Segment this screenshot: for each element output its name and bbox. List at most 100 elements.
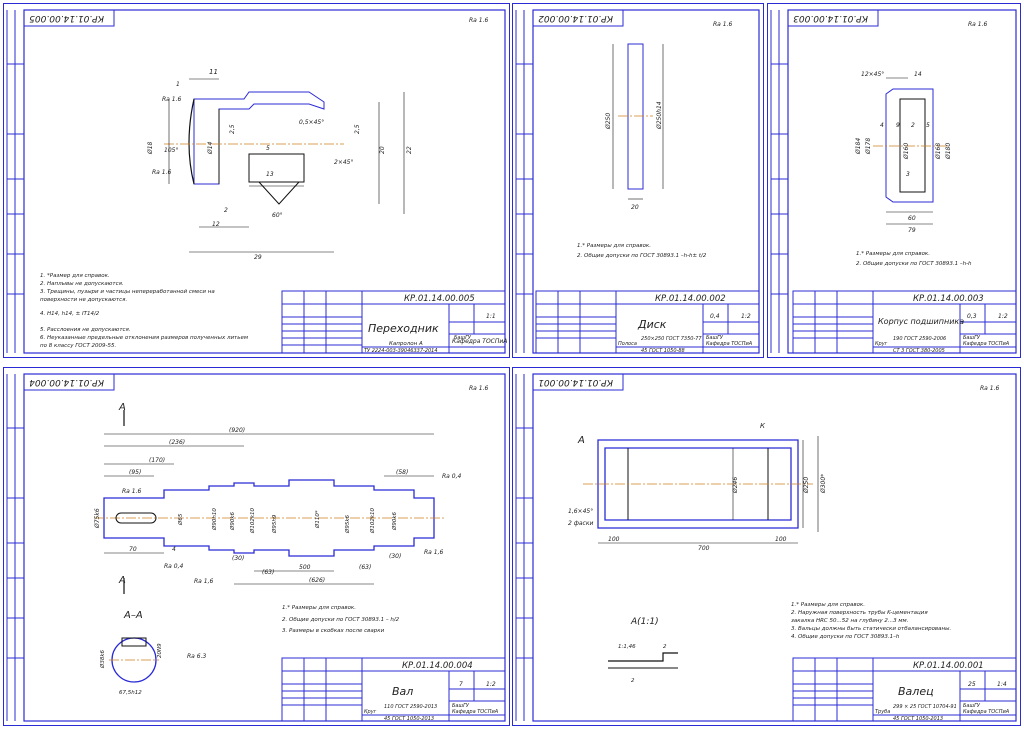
ra-label-a: Ra 1.6 [122, 488, 141, 495]
dim-d95k6: Ø95k6 [344, 514, 351, 534]
rotated-designation: КР.01.14.00.005 [29, 13, 104, 23]
roughness-mark: Ra 1.6 [469, 17, 488, 24]
dim-79: 79 [908, 227, 916, 234]
dim-105: 105° [164, 147, 178, 154]
dim-60: 60 [908, 215, 916, 222]
material-prefix: Круг [875, 341, 888, 347]
dim-920: (920) [229, 427, 245, 434]
dim-d90k6b: Ø90k6 [391, 511, 398, 531]
sheet-val: А А (920) (236) (170) (95) (58) Ra 1.6 R… [3, 367, 510, 726]
material-line2: 45 ГОСТ 1050-88 [641, 348, 685, 354]
dim-30b: (30) [389, 553, 401, 560]
dim-2-5b: 2,5 [354, 124, 361, 134]
dim-2: 2 [224, 207, 228, 214]
mass-value: 7 [459, 681, 463, 688]
drawing-korpus: 12×45° 14 Ø184 Ø178 4 9 2 5 Ø160 Ø168 Ø1… [770, 9, 1017, 354]
note-line: 1.* Размеры для справок. [791, 602, 865, 608]
dim-d90h10: Ø90h10 [211, 508, 218, 531]
material-line1: 299 × 25 ГОСТ 10704-91 [893, 704, 957, 710]
scale-value: 1:4 [997, 681, 1007, 688]
dim-d246: Ø246 [732, 477, 739, 494]
dim-4: 4 [880, 122, 884, 129]
dim-1: 1 [176, 81, 180, 88]
material-line1: 190 ГОСТ 2590-2006 [893, 336, 946, 342]
dim-170: (170) [149, 457, 165, 464]
note-line: поверхности не допускаются. [40, 297, 127, 303]
material-line2: 45 ГОСТ 1050-2013 [384, 716, 434, 722]
dim-63b: (63) [359, 564, 371, 571]
drawing-valets: К А Ø246 Ø250 Ø300* 1,6×45° 2 фаски 100 … [515, 373, 1017, 722]
ra-label-left: Ra 1.6 [152, 169, 171, 176]
dim-100a: 100 [608, 536, 620, 543]
roughness-mark: Ra 1.6 [469, 385, 488, 392]
dim-d18: Ø18 [147, 141, 154, 155]
material-line1: 110 ГОСТ 2590-2013 [384, 704, 437, 710]
title-block: КР.01.14.00.004 Вал Круг 110 ГОСТ 2590-2… [281, 657, 506, 722]
note-line: 3. Трещины, пузыри и частицы непереработ… [40, 289, 215, 295]
note-line: 3. Вальцы должны быть статически отбалан… [791, 626, 951, 632]
dim-20: 20 [379, 146, 386, 154]
note-line: закалка HRC 50...52 на глубину 2...3 мм. [791, 618, 909, 624]
dim-5: 5 [926, 122, 930, 129]
designation: КР.01.14.00.002 [655, 294, 726, 304]
dim-58: (58) [396, 469, 408, 476]
dim-4: 4 [172, 546, 176, 553]
dim-d250h14: Ø250h14 [656, 101, 663, 130]
dim-95: (95) [129, 469, 141, 476]
dim-22: 22 [406, 146, 413, 154]
section-arrow: А [577, 435, 585, 446]
dim-d160: Ø160 [903, 143, 910, 160]
dim-d90k6: Ø90k6 [229, 511, 236, 531]
note-line: 1. *Размер для справок. [40, 273, 110, 279]
university: БашГУ [454, 335, 472, 341]
mass-value: 0,4 [710, 313, 720, 320]
scale-value: 1:2 [486, 681, 496, 688]
material-prefix: Полоса [618, 341, 637, 347]
dim-30a: (30) [232, 555, 244, 562]
dim-20: 20 [631, 204, 639, 211]
sec-dim-20n9: 20N9 [157, 643, 163, 658]
rotated-designation: КР.01.14.00.001 [538, 377, 613, 387]
note-line: 2. Наружная поверхность трубы K-цементац… [791, 610, 928, 616]
sheet-perehodnik: 11 1 Ra 1.6 Ø18 105° Ø14 2,5 0,5×45° 2,5… [3, 3, 510, 358]
dim-d300: Ø300* [820, 474, 827, 494]
title-block: КР.01.14.00.005 Переходник Капролон А ТУ… [281, 290, 507, 354]
roughness-mark: Ra 1.6 [968, 21, 987, 28]
material-prefix: Труба [875, 709, 890, 715]
dim-12x45: 12×45° [861, 71, 884, 78]
dim-d95h9: Ø95h9 [271, 514, 278, 534]
sheet-disk: Ø250 Ø250h14 20 1.* Размеры для справок.… [512, 3, 764, 358]
org-name: Кафедра ТОСПиА [963, 709, 1010, 715]
scale-value: 1:1 [486, 313, 496, 320]
university: БашГУ [963, 703, 981, 709]
dim-d168: Ø168 [935, 143, 942, 160]
dim-d102k10: Ø102k10 [249, 507, 256, 534]
title-block: КР.01.14.00.003 Корпус подшипника Круг 1… [792, 290, 1017, 354]
sec-dim-1: 1:1,46 [618, 644, 636, 650]
dim-2x45: 2×45° [334, 159, 353, 166]
ra-label-b: Ra 0,4 [442, 473, 461, 480]
university: БашГУ [706, 335, 724, 341]
dim-9: 9 [896, 122, 900, 129]
dim-14: 14 [914, 71, 922, 78]
note-line: 2. Общие допуски по ГОСТ 30893.1 – h/2 [282, 617, 400, 623]
dim-d178: Ø178 [865, 138, 872, 155]
note-line: 1.* Размеры для справок. [282, 605, 356, 611]
title-block: КР.01.14.00.001 Валец Труба 299 × 25 ГОС… [792, 657, 1017, 722]
sec-dim-67: 67,5h12 [119, 690, 142, 696]
part-title: Диск [637, 318, 667, 331]
rotated-designation: КР.01.14.00.002 [538, 13, 613, 23]
material-prefix: Круг [364, 709, 377, 715]
ra-label-c: Ra 0,4 [164, 563, 183, 570]
dim-chamfer: 1,6×45° [568, 508, 593, 515]
roughness-mark: Ra 1.6 [980, 385, 999, 392]
note-line: по 8 классу ГОСТ 2009-55. [40, 343, 117, 349]
material-line2: СТ 3 ГОСТ 380-2005 [893, 348, 945, 354]
dim-29: 29 [254, 254, 262, 261]
dim-11: 11 [209, 68, 218, 76]
notes-perehodnik: 1. *Размер для справок. 2. Наплывы не до… [40, 273, 248, 349]
dim-two-chamfers: 2 фаски [568, 520, 593, 527]
drawing-perehodnik: 11 1 Ra 1.6 Ø18 105° Ø14 2,5 0,5×45° 2,5… [6, 9, 507, 354]
dim-2-5a: 2,5 [229, 124, 236, 134]
material-line2: 45 ГОСТ 1050-2013 [893, 716, 943, 722]
